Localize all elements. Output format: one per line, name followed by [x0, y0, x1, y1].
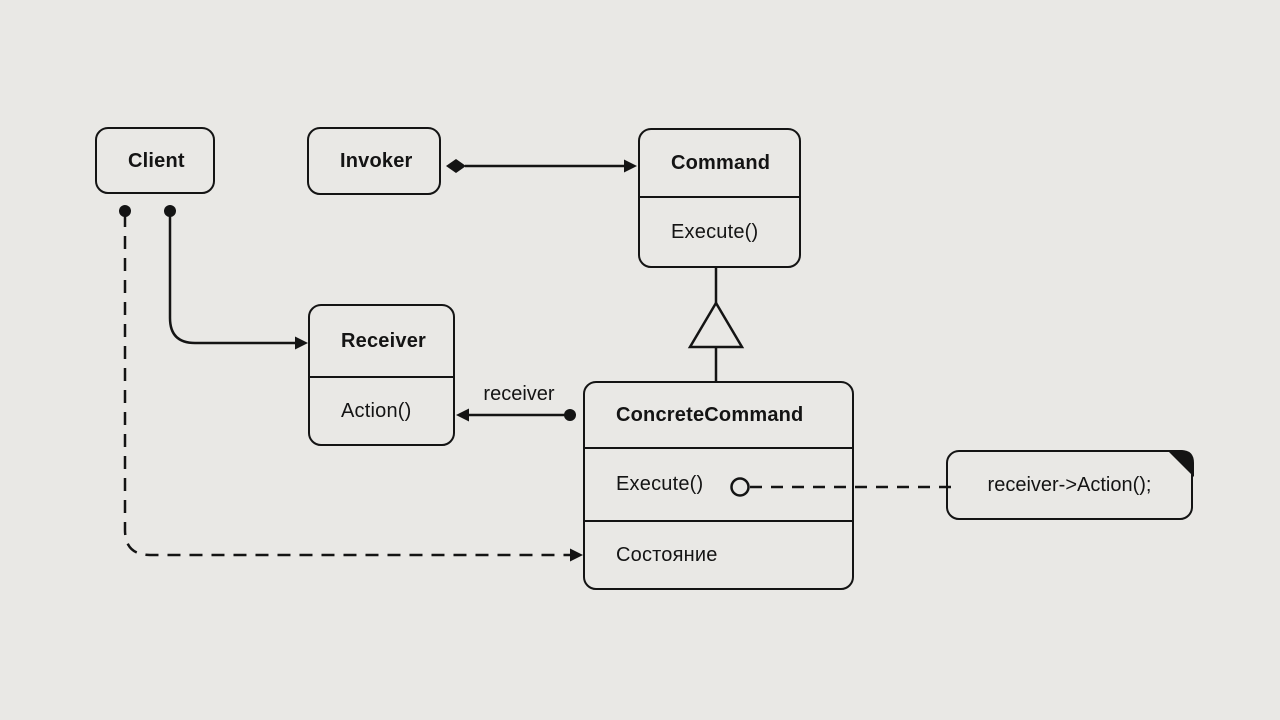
aggregation-diamond-icon [446, 159, 466, 173]
class-box-concrete-command[interactable]: ConcreteCommand Execute() Состояние [583, 381, 854, 590]
inheritance-triangle-icon [687, 300, 745, 349]
class-box-invoker[interactable]: Invoker [307, 127, 441, 195]
client-receiver-dot-icon [164, 205, 176, 217]
class-name-invoker: Invoker [340, 150, 413, 172]
class-name-client: Client [128, 149, 185, 172]
class-box-command[interactable]: Command Execute() [638, 128, 801, 268]
class-method-command-execute: Execute() [640, 195, 799, 267]
class-method-receiver-action: Action() [310, 375, 453, 445]
client-receiver-arrowhead-icon [295, 336, 308, 350]
concrete-receiver-arrowhead-icon [456, 408, 469, 422]
note-receiver-action[interactable]: receiver->Action(); [946, 449, 1194, 520]
note-text: receiver->Action(); [987, 474, 1152, 496]
concrete-receiver-dot-icon [564, 409, 576, 421]
client-concrete-dot-icon [119, 205, 131, 217]
client-receiver-path [168, 214, 297, 345]
note-fold-icon [1166, 449, 1194, 477]
invoker-command-arrowhead-icon [624, 159, 637, 173]
class-method-concrete-execute: Execute() [585, 446, 852, 520]
class-name-receiver: Receiver [341, 329, 426, 352]
class-attribute-state: Состояние [585, 519, 852, 589]
class-name-concrete-command: ConcreteCommand [616, 403, 804, 426]
class-box-client[interactable]: Client [95, 127, 215, 194]
edge-label-receiver: receiver [483, 383, 555, 405]
client-concrete-arrowhead-icon [570, 548, 583, 562]
class-name-command: Command [671, 151, 771, 174]
class-box-receiver[interactable]: Receiver Action() [308, 304, 455, 446]
